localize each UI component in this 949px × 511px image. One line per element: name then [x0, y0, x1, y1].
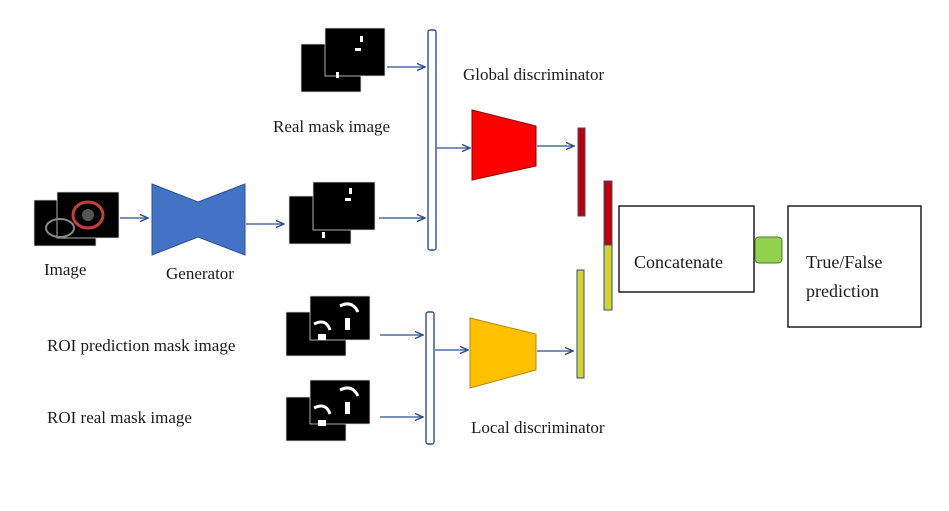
roi-prediction-mask-stack: [285, 295, 371, 357]
input-image-stack: [33, 191, 120, 247]
concatenated-vector: [603, 180, 613, 311]
image-label: Image: [44, 260, 86, 279]
generated-mask-stack: [288, 181, 376, 245]
local-input-bus: [425, 311, 435, 445]
roi-real-mask-stack: [285, 379, 371, 442]
local-feature-bar: [576, 269, 585, 379]
roi-prediction-mask-image-label: ROI prediction mask image: [47, 336, 235, 355]
global-discriminator-label: Global discriminator: [463, 65, 605, 84]
global-input-bus: [427, 29, 437, 251]
global-discriminator-block: [471, 109, 537, 181]
generator-label: Generator: [166, 264, 234, 283]
prediction-label-line2: prediction: [806, 281, 879, 301]
prediction-label-line1: True/False: [806, 252, 882, 272]
local-discriminator-label: Local discriminator: [471, 418, 605, 437]
concatenate-label: Concatenate: [634, 252, 723, 272]
real-mask-stack: [300, 27, 386, 93]
roi-real-mask-image-label: ROI real mask image: [47, 408, 192, 427]
concatenate-box: [618, 205, 755, 293]
global-feature-bar: [577, 127, 586, 217]
real-mask-image-label: Real mask image: [273, 117, 390, 136]
generator-block: [151, 183, 246, 256]
local-discriminator-block: [469, 317, 537, 389]
connector-node: [754, 236, 783, 264]
prediction-box: [787, 205, 922, 328]
